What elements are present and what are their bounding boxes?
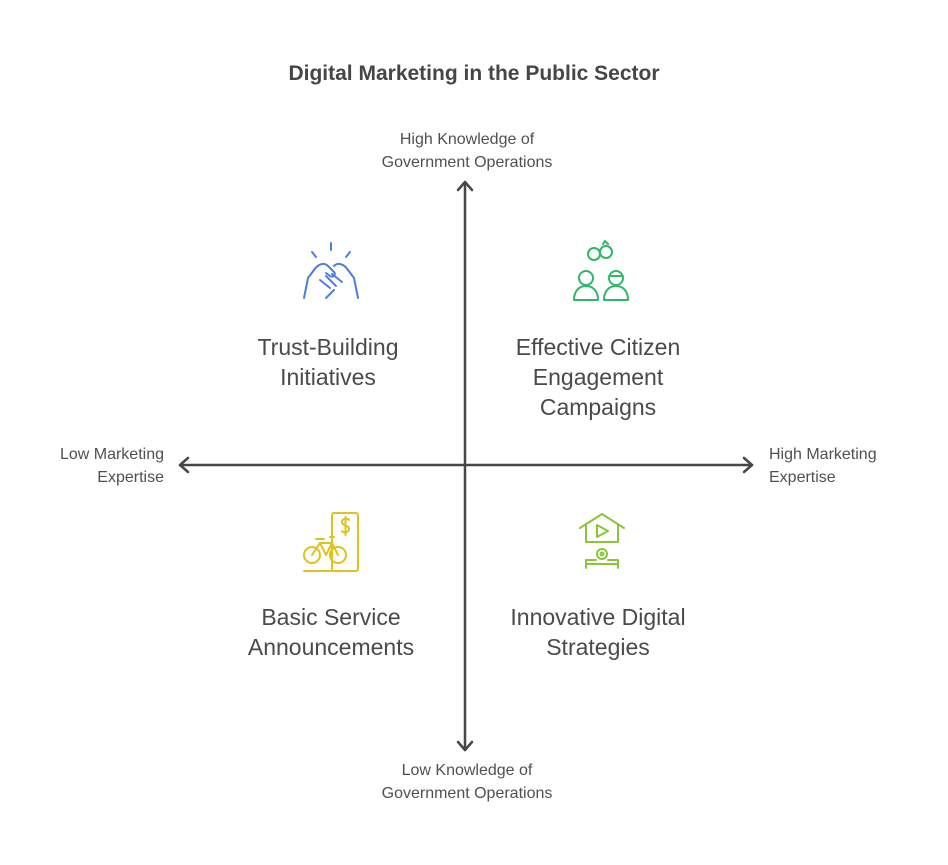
- people-link-icon: [573, 240, 629, 301]
- diagram-title: Digital Marketing in the Public Sector: [288, 62, 660, 85]
- handshake-icon: [303, 242, 359, 299]
- quadrant-bottom-left-label: Basic Service Announcements: [247, 604, 415, 660]
- arrow-up: [456, 180, 474, 192]
- arrow-right: [742, 456, 754, 474]
- x-axis-high-label: High Marketing Expertise: [769, 446, 877, 486]
- bicycle-price-icon: [303, 512, 359, 572]
- x-axis-low-label: Low Marketing Expertise: [59, 446, 164, 486]
- home-video-icon: [579, 513, 625, 569]
- quadrant-top-left-label: Trust-Building Initiatives: [257, 334, 399, 390]
- y-axis-low-label: Low Knowledge of Government Operations: [381, 762, 553, 802]
- quadrant-bottom-right-label: Innovative Digital Strategies: [510, 604, 686, 660]
- quadrant-top-right-label: Effective Citizen Engagement Campaigns: [515, 334, 681, 420]
- arrow-down: [456, 740, 474, 752]
- y-axis-high-label: High Knowledge of Government Operations: [381, 131, 553, 171]
- arrow-left: [178, 456, 190, 474]
